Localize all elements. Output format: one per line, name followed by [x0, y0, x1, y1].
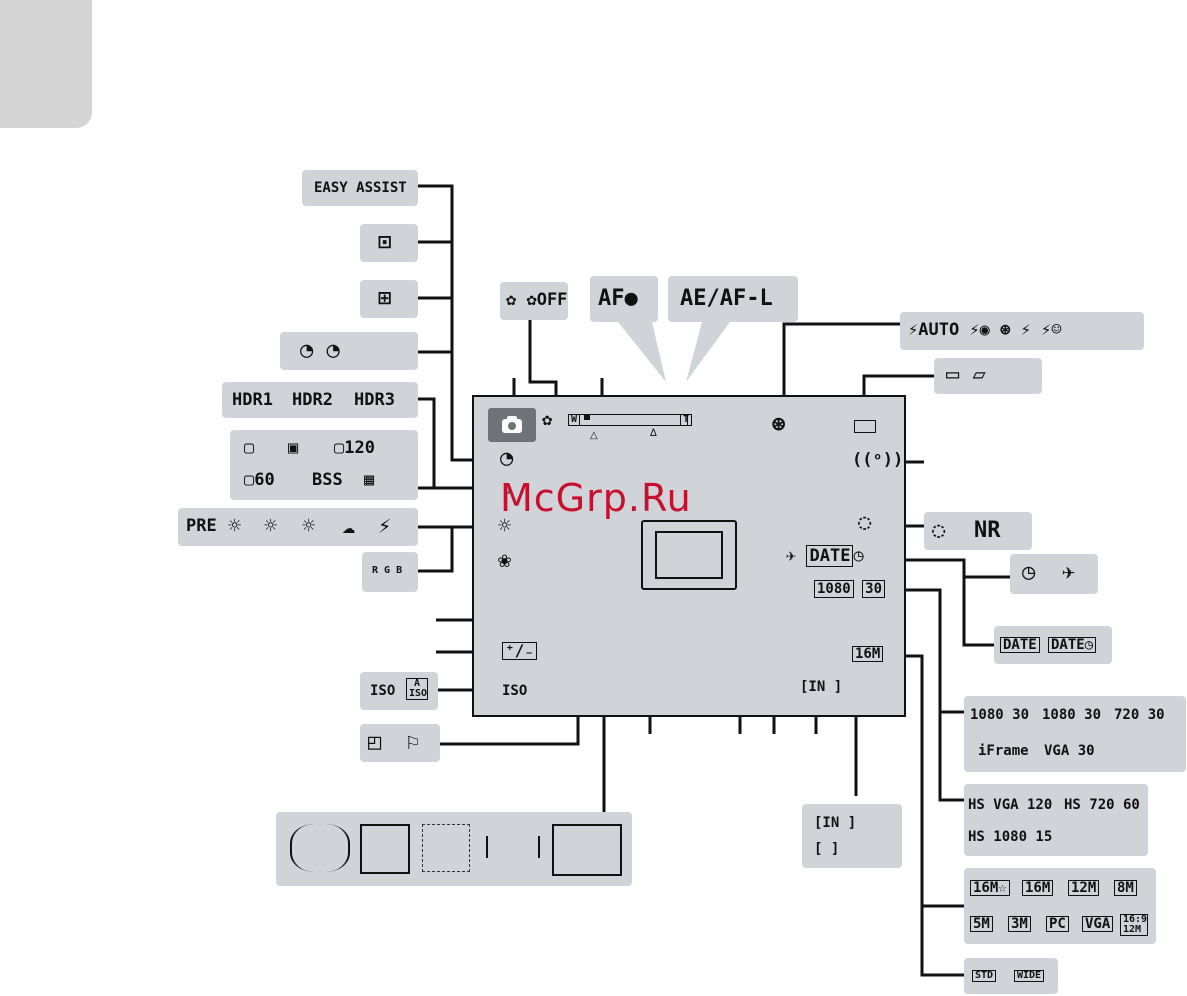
shooting-mode-camera-icon: [488, 408, 536, 442]
image-size-screen-icon: 16M: [852, 646, 884, 662]
travel-icon: ✈: [1062, 560, 1076, 585]
date-stamp-box: DATE DATE◷: [994, 626, 1112, 664]
af-frame-face: [290, 824, 350, 872]
battery-box: ▭ ▱: [934, 358, 1042, 394]
battery-icons: ▭ ▱: [946, 362, 986, 387]
continuous-box: ▢ ▣ ▢120 ▢60 BSS ▦: [230, 430, 418, 500]
flash-mode-icons: ⚡AUTO ⚡◉ ⊛ ⚡ ⚡☺: [908, 320, 1062, 340]
pet-auto-box: ⊡: [360, 224, 418, 262]
vr-screen-icon: ((ᵒ)): [852, 450, 904, 470]
pet-multi-box: ⊞: [360, 280, 418, 318]
exposure-comp-screen-icon: ⁺∕₋: [502, 642, 537, 660]
panorama-box: STD WIDE: [964, 958, 1058, 994]
movie-options-box: 1080 30 1080 30 720 30 iFrame VGA 30: [964, 696, 1186, 772]
motion-detect-icon: ◌: [932, 518, 946, 543]
ae-af-lock-label: AE/AF-L: [680, 286, 773, 311]
af-frame-wide: [552, 824, 622, 876]
af-frame-center: [422, 824, 470, 872]
self-timer-screen-icon: ◔: [500, 446, 514, 471]
color-rgb-icon: R G B: [372, 565, 403, 576]
hdr-box: HDR1 HDR2 HDR3: [222, 382, 418, 418]
iso-screen-icon: ISO: [502, 683, 528, 699]
white-balance-box: PRE ☼ ☼ ☼ ☁ ⚡: [178, 508, 418, 546]
easy-assist-box: EASY ASSIST: [302, 170, 418, 206]
af-frame-target: [360, 824, 410, 874]
watermark: McGrp.Ru: [500, 476, 692, 520]
movie-vr-box: ◰ ⚐: [360, 724, 440, 762]
af-label: AF●: [598, 286, 638, 311]
hs-movie-box: HS VGA 120 HS 720 60 HS 1080 15: [964, 784, 1148, 856]
self-timer-box: ◔ ◔: [280, 332, 418, 370]
self-timer-icon: ◔ ◔: [300, 338, 340, 363]
noise-reduction-box: ◌ NR: [924, 512, 1032, 550]
clock-icon: ◷: [1022, 560, 1036, 585]
memory-box: [IN ] [ ]: [802, 804, 902, 868]
af-area-frame: [641, 520, 737, 590]
flash-screen-icon: ⊛: [772, 412, 786, 437]
af-indicator-box: AF●: [590, 276, 658, 322]
zoom-t: T: [680, 414, 693, 426]
pet-multi-icon: ⊞: [378, 286, 392, 311]
motion-screen-icon: ◌: [858, 510, 872, 535]
macro-screen-icon: ✿: [542, 410, 553, 430]
macro-icon: ✿ ✿OFF: [506, 290, 568, 310]
af-frame-spot: [486, 836, 540, 858]
color-screen-icon: ❀: [498, 548, 512, 573]
memory-screen-icon: [IN ]: [800, 679, 843, 695]
nr-label: NR: [974, 518, 1001, 543]
ae-af-lock-box: AE/AF-L: [668, 276, 798, 322]
continuous-screen-icon: ▯: [502, 478, 513, 498]
zoom-w: W: [568, 414, 581, 426]
wb-screen-icon: ☼: [498, 514, 512, 539]
zoom-indicator: W T △ ᐃ: [568, 414, 693, 441]
chapter-tab: [0, 0, 92, 128]
date-screen-icon: ✈ DATE◷: [786, 545, 864, 567]
iso-box: ISO A ISO: [360, 672, 438, 710]
color-options-box: R G B: [362, 552, 418, 592]
macro-box: ✿ ✿OFF: [500, 282, 568, 320]
movie-screen-icon: 1080 30: [814, 580, 886, 598]
af-frames-box: [276, 812, 632, 886]
pet-icon: ⊡: [378, 230, 392, 255]
monitor-screen: [472, 395, 906, 717]
flash-mode-box: ⚡AUTO ⚡◉ ⊛ ⚡ ⚡☺: [900, 312, 1144, 350]
image-size-box: 16M☆ 16M 12M 8M 5M 3M PC VGA 16:9 12M: [964, 868, 1156, 944]
world-clock-box: ◷ ✈: [1010, 554, 1098, 594]
battery-screen-icon: [854, 420, 876, 433]
